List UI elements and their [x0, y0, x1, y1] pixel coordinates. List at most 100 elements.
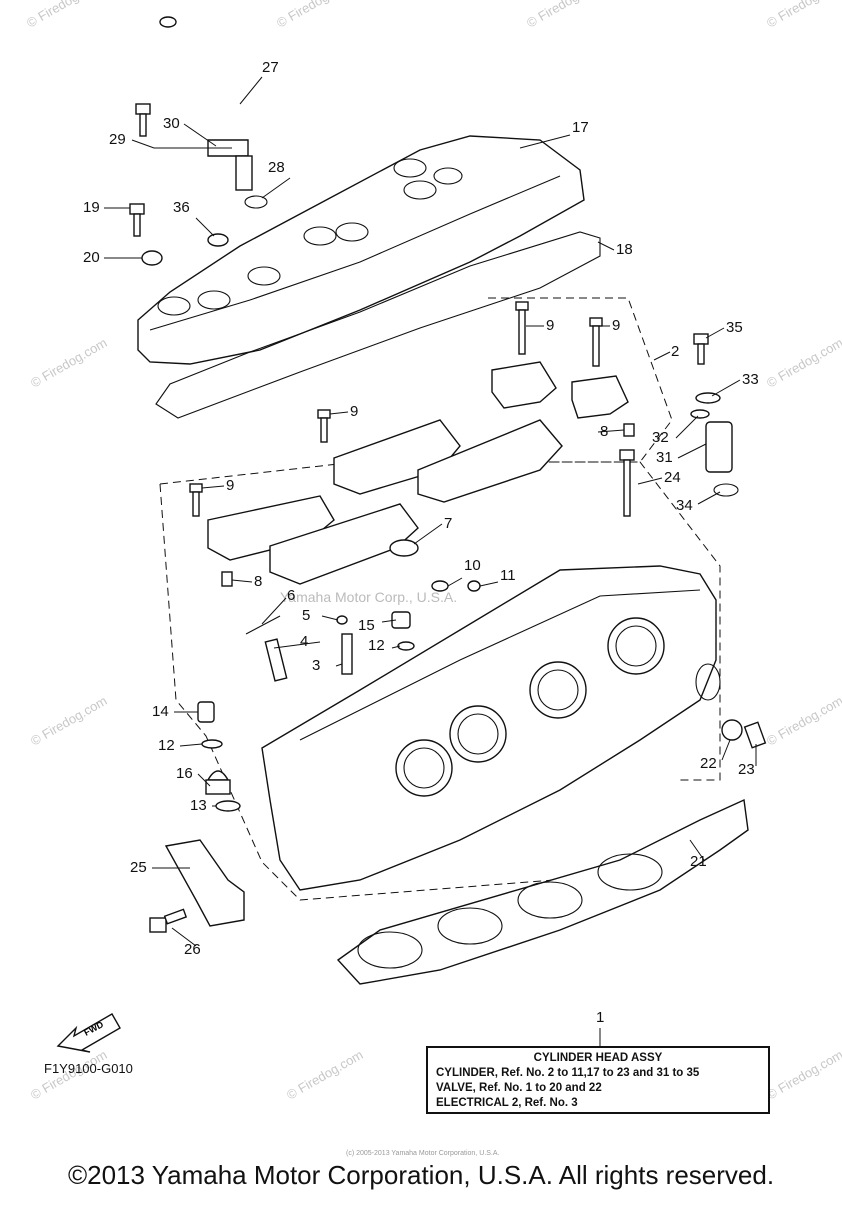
watermark-text: © Firedog.com: [764, 693, 842, 749]
gasket-22: [721, 719, 743, 741]
callout-28: 28: [268, 159, 285, 176]
washer-12a: [397, 641, 415, 651]
watermark-text: © Firedog.com: [28, 693, 110, 749]
callout-34: 34: [676, 497, 693, 514]
callout-21: 21: [690, 853, 707, 870]
plug-7: [389, 539, 419, 557]
bolt-23: [743, 721, 767, 749]
watermark-text: © Firedog.com: [24, 0, 106, 31]
dowel-8: [623, 423, 635, 437]
head-gasket-21: [336, 798, 749, 985]
leader-line: [519, 134, 571, 149]
valve-guide-4: [264, 638, 288, 682]
fwd-arrow-icon: FWD: [56, 1013, 121, 1053]
callout-20: 20: [83, 249, 100, 266]
callout-23: 23: [738, 761, 755, 778]
bolt-29: [135, 103, 151, 137]
bolt-10: [431, 580, 449, 592]
callout-5: 5: [302, 607, 310, 624]
callout-1: 1: [596, 1009, 604, 1026]
leader-line: [413, 523, 443, 545]
dowel-8b: [221, 571, 233, 587]
callout-10: 10: [464, 557, 481, 574]
bolt-26: [149, 908, 188, 933]
callout-16: 16: [176, 765, 193, 782]
collar-31: [705, 421, 733, 473]
watermark-text: © Firedog.com: [764, 1047, 842, 1103]
callout-31: 31: [656, 449, 673, 466]
bolt-19: [129, 203, 145, 237]
callout-15: 15: [358, 617, 375, 634]
leader-line: [231, 579, 253, 583]
leader-line: [637, 477, 663, 485]
leader-line: [195, 217, 215, 237]
plug-36: [207, 233, 229, 247]
assembly-legend: CYLINDER HEAD ASSY CYLINDER, Ref. No. 2 …: [426, 1046, 770, 1114]
leader-line: [131, 139, 232, 149]
watermark-text: © Firedog.com: [764, 0, 842, 31]
boundary-left: [159, 483, 681, 901]
leader-line: [239, 76, 263, 105]
camshaft-caps: [207, 361, 629, 585]
leader-line: [273, 641, 321, 649]
watermark-text: © Firedog.com: [28, 335, 110, 391]
washer-13: [215, 800, 241, 812]
washer-11: [467, 580, 481, 592]
stud-15: [391, 611, 411, 629]
o-ring-28: [244, 195, 268, 209]
washer-33: [695, 392, 721, 404]
leader-line: [261, 597, 287, 625]
copyright-notice: ©2013 Yamaha Motor Corporation, U.S.A. A…: [67, 1160, 775, 1190]
callout-14: 14: [152, 703, 169, 720]
callout-9: 9: [546, 317, 554, 334]
gasket-18: [155, 231, 601, 419]
cam-cap-bolts-9: [189, 301, 603, 517]
callout-11: 11: [500, 567, 516, 584]
watermark-text: © Firedog.com: [764, 335, 842, 391]
diagram-code: F1Y9100-G010: [44, 1061, 133, 1076]
stud-14: [197, 701, 215, 723]
callout-25: 25: [130, 859, 147, 876]
bolt-35: [693, 333, 709, 365]
leader-line: [381, 619, 397, 623]
callout-24: 24: [664, 469, 681, 486]
leader-line: [697, 491, 721, 505]
callout-12: 12: [368, 637, 385, 654]
leader-line: [721, 739, 731, 761]
head-cover-17: [137, 135, 585, 365]
leader-line: [321, 615, 339, 621]
watermark-text: © Firedog.com: [524, 0, 606, 31]
leader-line: [479, 581, 499, 587]
leader-line: [183, 123, 217, 147]
callout-8: 8: [254, 573, 262, 590]
leader-line: [329, 411, 349, 415]
callout-9: 9: [226, 477, 234, 494]
valve-guide-3: [341, 633, 353, 675]
callout-18: 18: [616, 241, 633, 258]
bolt-24: [619, 449, 635, 517]
leader-line: [447, 577, 463, 587]
center-watermark: Yamaha Motor Corp., U.S.A.: [280, 589, 457, 605]
watermark-text: © Firedog.com: [274, 0, 356, 31]
callout-4: 4: [300, 633, 308, 650]
small-print: (c) 2005-2013 Yamaha Motor Corporation, …: [346, 1150, 500, 1157]
callout-2: 2: [671, 343, 679, 360]
callout-12: 12: [158, 737, 175, 754]
boundary-main: [159, 461, 721, 781]
leader-line: [197, 773, 211, 787]
callout-9: 9: [612, 317, 620, 334]
callout-35: 35: [726, 319, 743, 336]
leader-line: [653, 351, 671, 361]
callout-13: 13: [190, 797, 207, 814]
legend-title: CYLINDER HEAD ASSY: [533, 1052, 663, 1064]
grommet-20: [141, 250, 163, 266]
legend-line: CYLINDER, Ref. No. 2 to 11,17 to 23 and …: [436, 1067, 700, 1079]
nut-16: [205, 770, 231, 795]
leader-line: [597, 429, 625, 433]
callout-33: 33: [742, 371, 759, 388]
leader-line: [201, 485, 225, 489]
legend-line: ELECTRICAL 2, Ref. No. 3: [436, 1097, 578, 1109]
callout-8: 8: [600, 423, 608, 440]
leader-line: [689, 839, 705, 861]
